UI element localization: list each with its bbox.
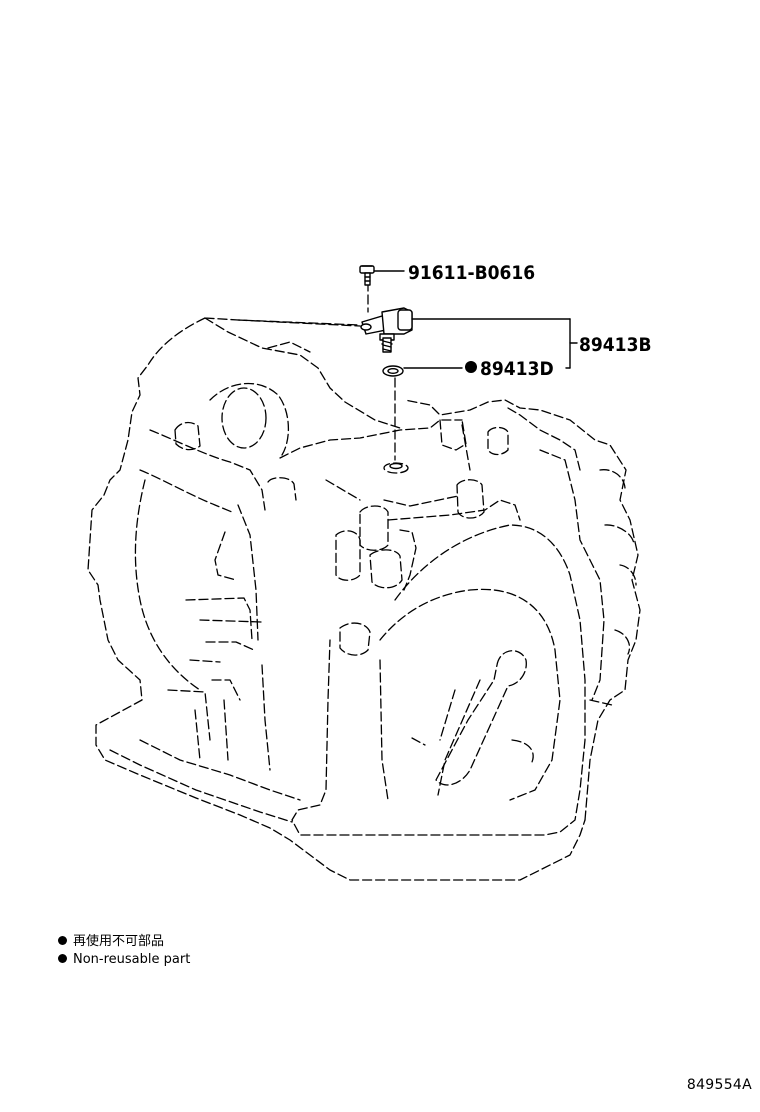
assembly-guide-lines [237, 281, 396, 461]
legend-text-english: Non-reusable part [73, 952, 191, 967]
callout-o-ring: 89413D [480, 358, 554, 380]
speed-sensor-part [360, 307, 413, 353]
filled-dot-icon [58, 954, 67, 963]
o-ring-part [382, 365, 404, 377]
callout-sensor: 89413B [579, 334, 652, 356]
legend-item-japanese: 再使用不可部品 [58, 933, 164, 950]
callout-bolt: 91611-B0616 [408, 262, 535, 284]
bolt-part [359, 265, 375, 286]
non-reusable-marker [465, 361, 477, 373]
filled-dot-icon [58, 936, 67, 945]
legend-item-english: Non-reusable part [58, 951, 190, 968]
legend-text-japanese: 再使用不可部品 [73, 934, 165, 949]
transaxle-housing [87, 317, 641, 881]
figure-id: 849554A [686, 1077, 752, 1093]
leader-lines [373, 270, 578, 369]
